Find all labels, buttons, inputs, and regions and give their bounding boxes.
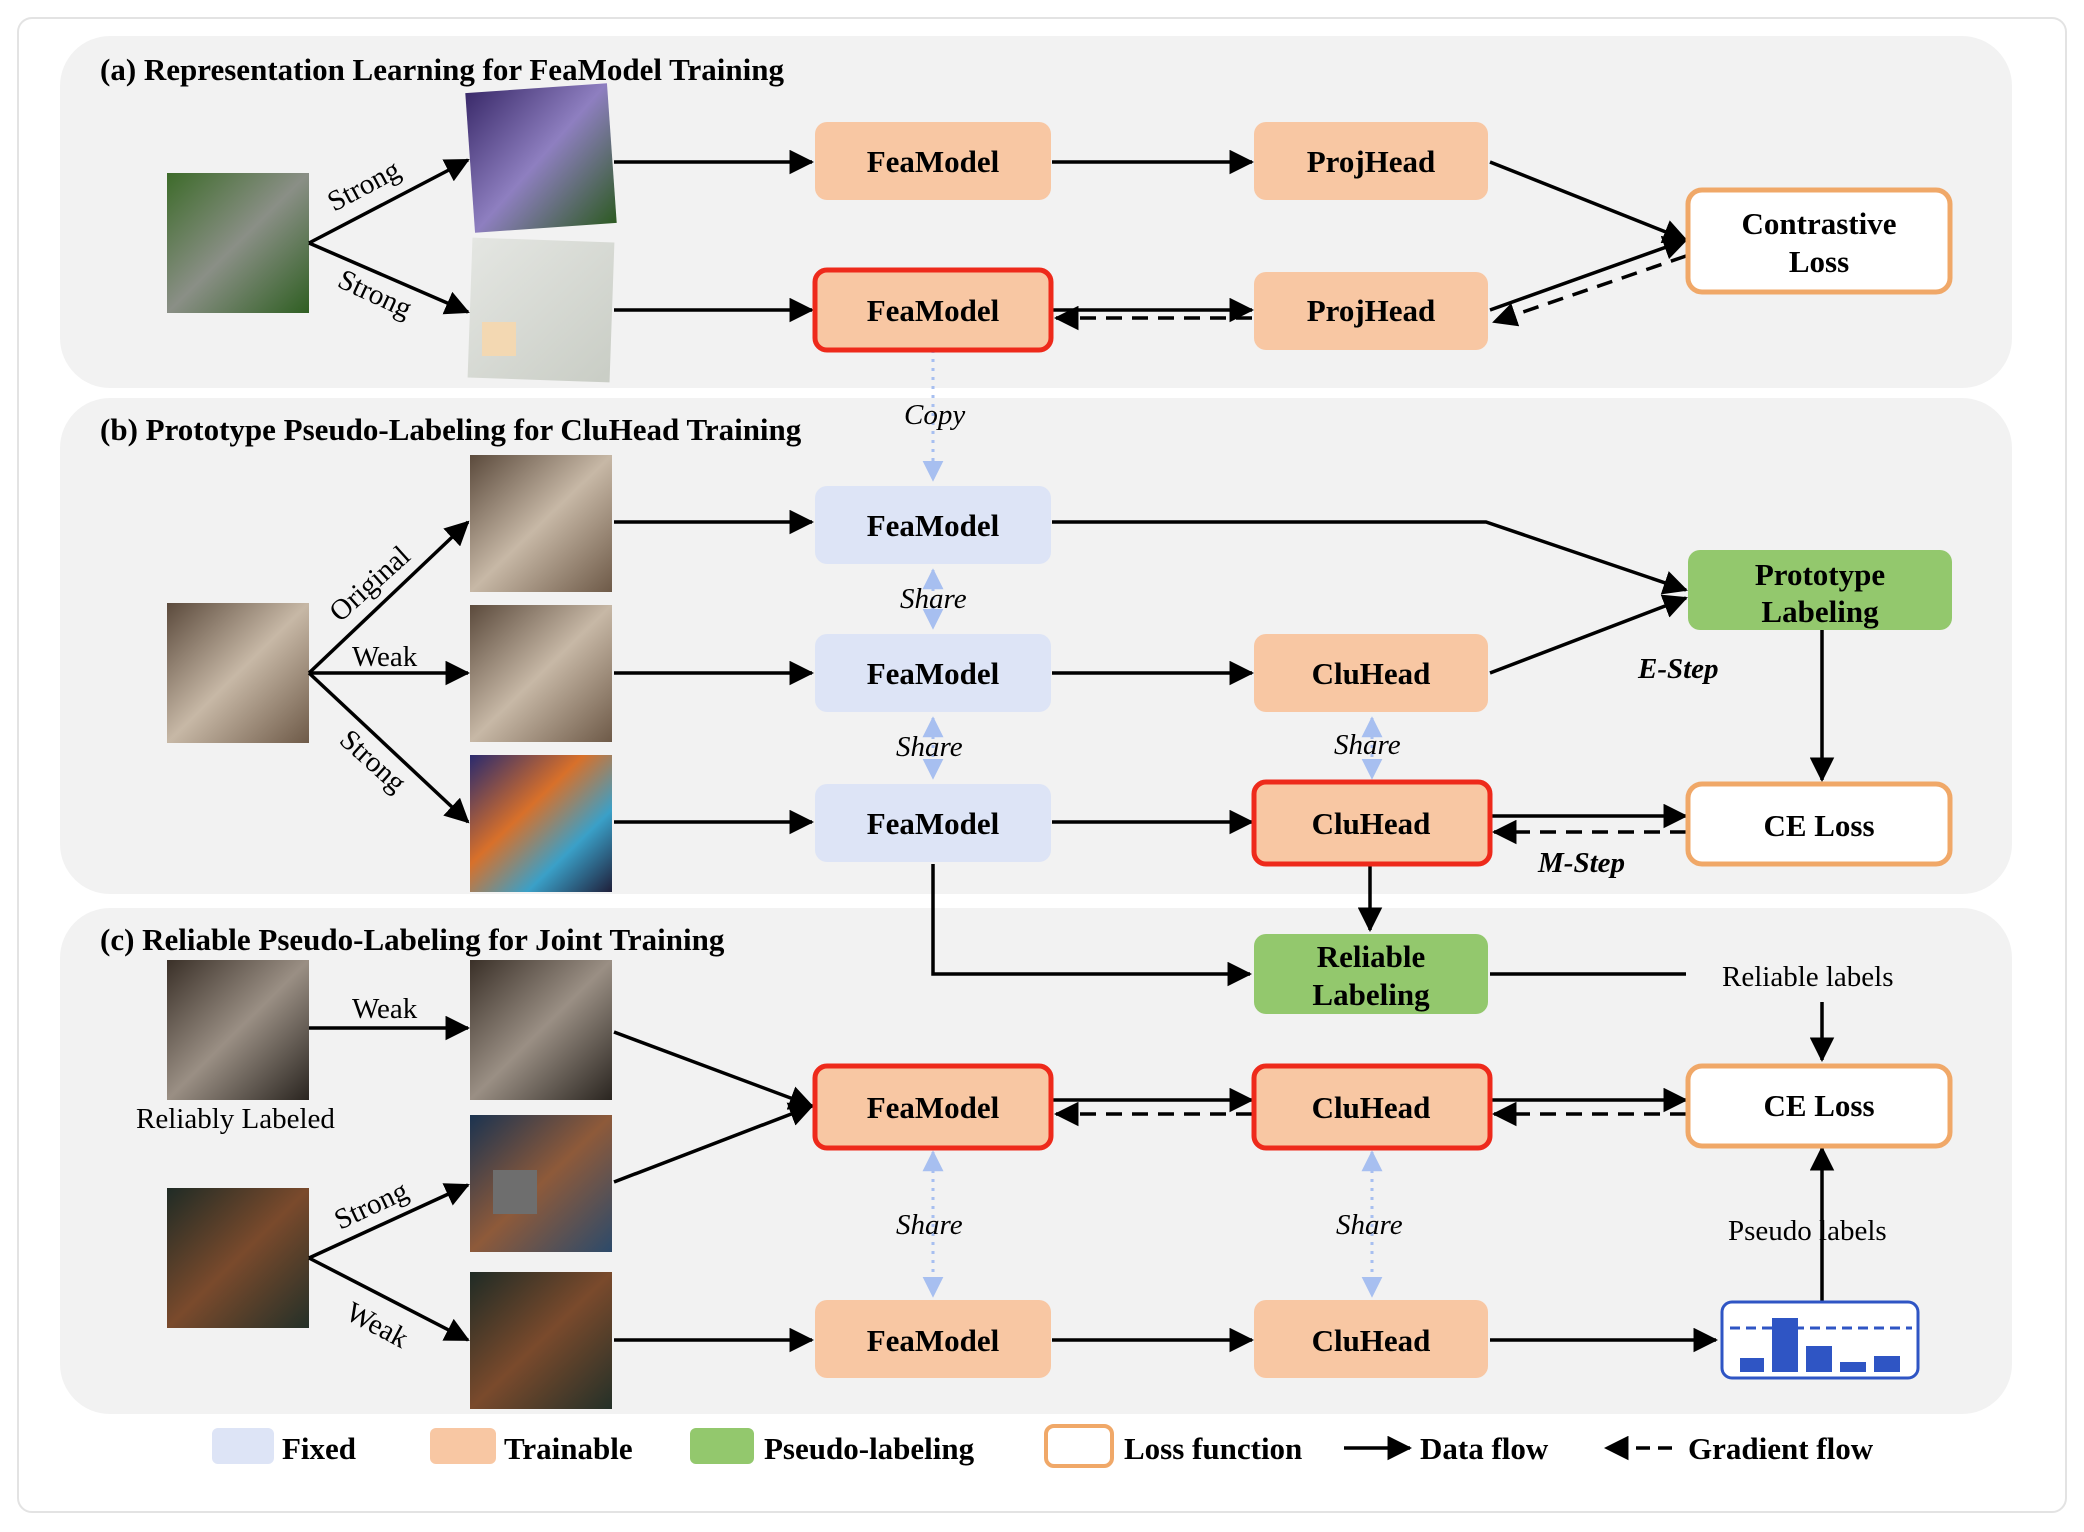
feamodel-box-b3-fixed: [815, 784, 1051, 862]
legend-fixed-label: Fixed: [282, 1431, 356, 1466]
arrow-strong-c: [308, 1183, 470, 1260]
legend-gradient-flow-label: Gradient flow: [1688, 1431, 1874, 1466]
legend-loss-label: Loss function: [1124, 1431, 1302, 1466]
share-label: Share: [900, 583, 967, 615]
arrow-weak-c2: [308, 1256, 470, 1342]
share-label: Share: [1334, 729, 1401, 761]
malamute-weak-view-image: [470, 960, 612, 1100]
projhead-label: ProjHead: [1307, 293, 1436, 328]
hound-weak-view-image: [470, 1272, 612, 1409]
share-label: Share: [1336, 1209, 1403, 1241]
legend-loss-swatch: [1044, 1424, 1114, 1468]
feamodel-label: FeaModel: [867, 144, 1000, 179]
feamodel-box-b2-fixed: [815, 634, 1051, 712]
prototype-labeling-box: [1688, 550, 1952, 630]
e-step-label: E-Step: [1637, 653, 1719, 685]
legend-trainable-swatch: [430, 1428, 496, 1464]
contrastive-loss-box: [1685, 187, 1953, 295]
legend-pseudo-swatch: [690, 1428, 754, 1464]
cluhead-label: CluHead: [1312, 806, 1431, 841]
arrow-feamodel-reliable: [931, 864, 1253, 987]
projhead-box-a1: [1254, 122, 1488, 200]
cluhead-label: CluHead: [1312, 656, 1431, 691]
cluhead-label: CluHead: [1312, 1090, 1431, 1125]
share-label: Share: [896, 1209, 963, 1241]
beagle-strong-view-image: [470, 755, 612, 892]
arrow-strong-a2: [308, 241, 470, 315]
ce-loss-label: CE Loss: [1763, 1088, 1874, 1123]
feamodel-box-a2-trainable: [812, 267, 1054, 353]
gradient-loss-projhead-a: [1492, 254, 1687, 327]
reliable-labels-label: Reliable labels: [1722, 961, 1894, 993]
cluhead-box-c1-trainable: [1251, 1063, 1493, 1151]
arrow-feamodel-prototype: [1052, 520, 1688, 595]
arrow-projhead-loss-a1: [1489, 160, 1688, 244]
feamodel-label: FeaModel: [867, 656, 1000, 691]
feamodel-box-c1-trainable: [812, 1063, 1054, 1151]
reliable-labeling-box: [1254, 934, 1488, 1014]
legend: Fixed Trainable Pseudo-labeling Loss fun…: [212, 1424, 1874, 1468]
legend-pseudo-label: Pseudo-labeling: [764, 1431, 975, 1466]
ce-loss-box-b: [1685, 781, 1953, 867]
feamodel-label: FeaModel: [867, 508, 1000, 543]
weak-label: Weak: [352, 641, 418, 673]
beagle-original-image: [167, 603, 309, 743]
cluhead-box-c2: [1254, 1300, 1488, 1378]
feamodel-box-a1: [815, 122, 1051, 200]
m-step-label: M-Step: [1537, 847, 1625, 879]
panel-c-title: (c) Reliable Pseudo-Labeling for Joint T…: [100, 922, 725, 957]
malamute-labeled-image: [167, 960, 309, 1100]
husky-strong-aug-image-1: [465, 83, 617, 233]
arrow-original-b: [307, 520, 470, 675]
cluhead-box-b1: [1254, 634, 1488, 712]
legend-data-flow-label: Data flow: [1420, 1431, 1549, 1466]
feamodel-label: FeaModel: [867, 1323, 1000, 1358]
cutout-patch: [493, 1170, 537, 1214]
legend-trainable-label: Trainable: [504, 1431, 633, 1466]
contrastive-loss-label-2: Loss: [1789, 244, 1849, 279]
weak-label: Weak: [352, 993, 418, 1025]
arrow-img-feamodel-c2: [613, 1102, 814, 1184]
hound-unlabeled-image: [167, 1188, 309, 1328]
arrow-img-feamodel-c1: [613, 1030, 814, 1110]
arrow-projhead-loss-a2: [1489, 236, 1688, 312]
bar-histogram-icon: [1720, 1300, 1920, 1380]
projhead-box-a2: [1254, 272, 1488, 350]
pseudo-labels-label: Pseudo labels: [1728, 1215, 1887, 1247]
panel-b-title: (b) Prototype Pseudo-Labeling for CluHea…: [100, 412, 802, 447]
prototype-labeling-label-2: Labeling: [1761, 594, 1879, 629]
husky-original-image: [167, 173, 309, 313]
contrastive-loss-label-1: Contrastive: [1742, 206, 1897, 241]
legend-fixed-swatch: [212, 1428, 274, 1464]
ce-loss-box-c: [1685, 1063, 1953, 1149]
copy-label: Copy: [904, 399, 965, 431]
arrow-cluhead-prototype: [1489, 594, 1688, 675]
feamodel-label: FeaModel: [867, 293, 1000, 328]
feamodel-box-b1-fixed: [815, 486, 1051, 564]
cluhead-box-b2-trainable: [1251, 779, 1493, 867]
share-label: Share: [896, 731, 963, 763]
cluhead-label: CluHead: [1312, 1323, 1431, 1358]
arrow-strong-a1: [308, 158, 470, 245]
panel-a-title: (a) Representation Learning for FeaModel…: [100, 52, 784, 87]
ce-loss-label: CE Loss: [1763, 808, 1874, 843]
beagle-weak-view-image: [470, 605, 612, 742]
hound-strong-view-image: [470, 1115, 612, 1252]
husky-strong-aug-image-2: [467, 237, 615, 383]
cutout-patch: [482, 322, 516, 356]
projhead-label: ProjHead: [1307, 144, 1436, 179]
reliable-labeling-label-1: Reliable: [1317, 939, 1426, 974]
arrow-strong-b: [307, 671, 470, 824]
beagle-original-view-image: [470, 455, 612, 592]
feamodel-label: FeaModel: [867, 1090, 1000, 1125]
feamodel-label: FeaModel: [867, 806, 1000, 841]
reliable-labeling-label-2: Labeling: [1312, 977, 1430, 1012]
feamodel-box-c2: [815, 1300, 1051, 1378]
prototype-labeling-label-1: Prototype: [1755, 557, 1885, 592]
reliably-labeled-caption: Reliably Labeled: [136, 1103, 335, 1135]
